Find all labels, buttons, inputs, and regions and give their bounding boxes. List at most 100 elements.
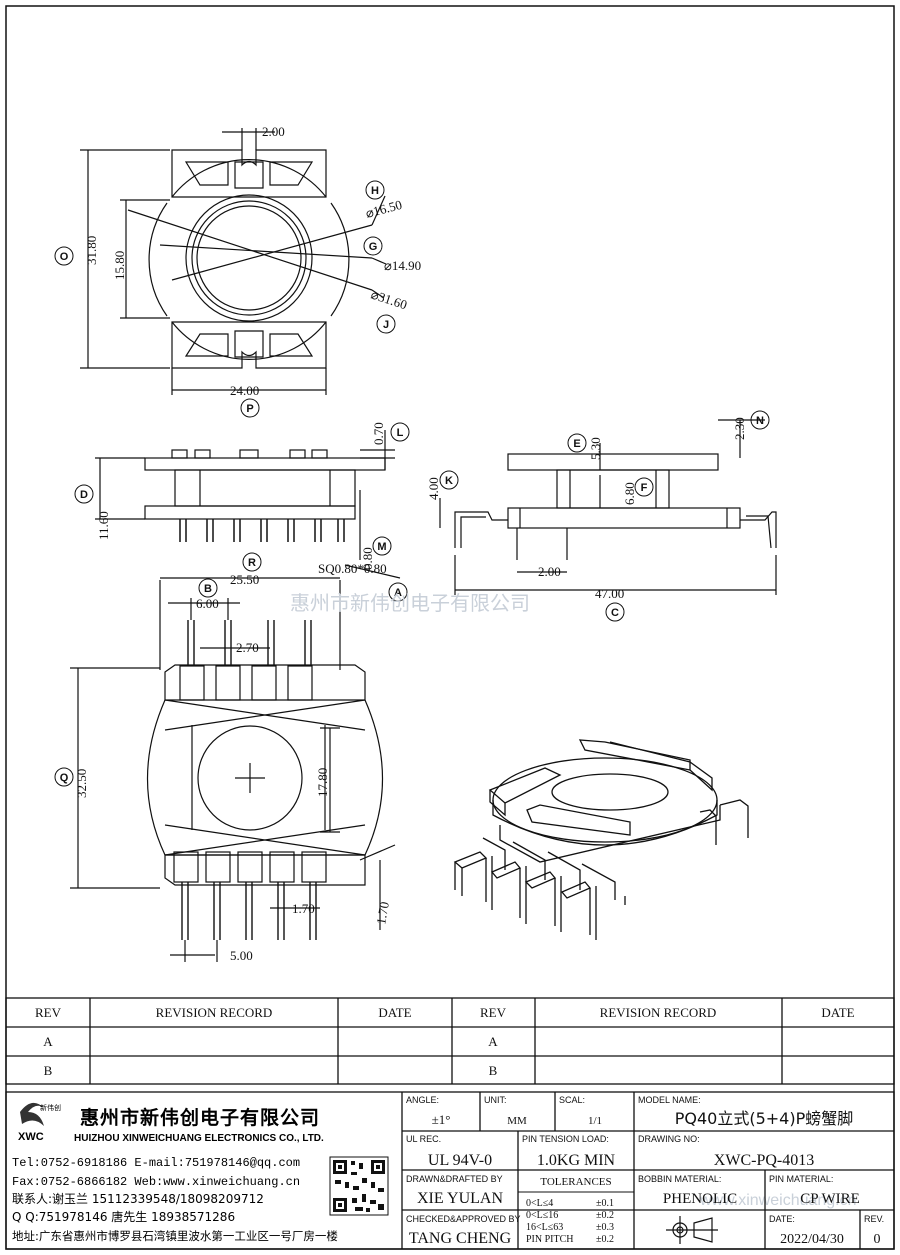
callout-p: P bbox=[240, 398, 260, 418]
svg-text:J: J bbox=[383, 319, 389, 331]
company-contact: 联系人:谢玉兰 15112339548/18098209712 bbox=[12, 1191, 264, 1206]
company-fax: Fax:0752-6866182 Web:www.xinweichuang.cn bbox=[12, 1175, 300, 1189]
pin-material-label: PIN MATERIAL: bbox=[769, 1174, 833, 1184]
svg-text:新伟创: 新伟创 bbox=[40, 1103, 61, 1112]
scal-label: SCAL: bbox=[559, 1095, 585, 1105]
revision-record-header-right: REVISION RECORD bbox=[600, 1005, 717, 1020]
callout-f: F bbox=[634, 477, 654, 497]
callout-r: R bbox=[242, 552, 262, 572]
bobbin-value: PHENOLIC bbox=[663, 1191, 737, 1207]
dim-pin-offset: 2.00 bbox=[538, 564, 561, 579]
svg-text:±0.1: ±0.1 bbox=[596, 1198, 614, 1209]
drawn-value: XIE YULAN bbox=[417, 1190, 504, 1207]
svg-text:L: L bbox=[397, 427, 404, 439]
date-value: 2022/04/30 bbox=[780, 1232, 844, 1247]
rev-cell: B bbox=[44, 1063, 53, 1078]
company-name-en: HUIZHOU XINWEICHUANG ELECTRONICS CO., LT… bbox=[74, 1133, 324, 1144]
callout-m: M bbox=[372, 536, 392, 556]
callout-j: J bbox=[376, 314, 396, 334]
svg-text:0<L≤16: 0<L≤16 bbox=[526, 1210, 558, 1221]
bobbin-label: BOBBIN MATERIAL: bbox=[638, 1174, 721, 1184]
front-view bbox=[439, 419, 777, 595]
pin-material-value: CP WIRE bbox=[800, 1191, 860, 1207]
dim-width: 24.00 bbox=[230, 383, 259, 398]
svg-text:F: F bbox=[641, 482, 648, 494]
dim-side: 1.70 bbox=[373, 901, 392, 926]
svg-text:R: R bbox=[248, 557, 256, 569]
rev-cell: A bbox=[488, 1034, 498, 1049]
callout-g: G bbox=[363, 236, 383, 256]
svg-text:O: O bbox=[60, 251, 69, 263]
svg-text:16<L≤63: 16<L≤63 bbox=[526, 1222, 563, 1233]
angle-value: ±1° bbox=[432, 1112, 451, 1127]
projection-symbol-icon bbox=[666, 1216, 718, 1244]
svg-text:H: H bbox=[371, 185, 379, 197]
watermark-url: www.xinweichuang.cn bbox=[699, 1192, 857, 1209]
checked-value: TANG CHENG bbox=[409, 1230, 512, 1247]
svg-text:XWC: XWC bbox=[18, 1131, 44, 1143]
dim-inner-height: 15.80 bbox=[112, 251, 127, 280]
dim-core: 17.80 bbox=[315, 768, 330, 797]
rev-cell: A bbox=[43, 1034, 53, 1049]
qr-code bbox=[329, 1156, 389, 1216]
dim-e: 5.30 bbox=[588, 437, 603, 460]
side-view bbox=[95, 430, 401, 670]
callout-d: D bbox=[74, 484, 94, 504]
rev-header-left: REV bbox=[35, 1005, 62, 1020]
unit-label: UNIT: bbox=[484, 1095, 507, 1105]
dim-pin-pitch-top: 6.00 bbox=[196, 596, 219, 611]
callout-o: O bbox=[54, 246, 74, 266]
dim-bottom-height: 32.50 bbox=[74, 769, 89, 798]
callout-l: L bbox=[390, 422, 410, 442]
rev-label: REV. bbox=[864, 1214, 884, 1224]
title-block bbox=[5, 1091, 895, 1250]
svg-text:±0.2: ±0.2 bbox=[596, 1210, 614, 1221]
dim-j-dia: ⌀31.60 bbox=[369, 287, 409, 313]
top-view bbox=[80, 128, 387, 395]
callout-h: H bbox=[365, 180, 385, 200]
tolerances-table: 0<L≤4 ±0.1 0<L≤16 ±0.2 16<L≤63 ±0.3 PIN … bbox=[526, 1198, 614, 1245]
revision-table bbox=[5, 997, 895, 1085]
dim-flange: 0.70 bbox=[371, 422, 386, 445]
isometric-view bbox=[453, 739, 749, 940]
dim-slot-width: 2.00 bbox=[262, 124, 285, 139]
dim-pin-square: SQ0.80*0.80 bbox=[318, 561, 387, 576]
svg-text:±0.3: ±0.3 bbox=[596, 1222, 614, 1233]
dim-row-width: 25.50 bbox=[230, 572, 259, 587]
callout-b: B bbox=[198, 578, 218, 598]
company-name-cn: 惠州市新伟创电子有限公司 bbox=[80, 1106, 320, 1129]
rev-header-right: REV bbox=[480, 1005, 507, 1020]
date-header-right: DATE bbox=[821, 1005, 854, 1020]
dim-n: 2.30 bbox=[732, 417, 747, 440]
date-header-left: DATE bbox=[378, 1005, 411, 1020]
company-qq: Q Q:751978146 唐先生 18938571286 bbox=[12, 1209, 235, 1224]
svg-text:G: G bbox=[369, 241, 378, 253]
callout-n: N bbox=[750, 410, 770, 430]
svg-text:0<L≤4: 0<L≤4 bbox=[526, 1198, 553, 1209]
model-value: PQ40立式(5+4)P螃蟹脚 bbox=[675, 1109, 854, 1128]
dim-pin-len: 0.80 bbox=[360, 547, 375, 570]
dim-g-dia: ⌀14.90 bbox=[384, 258, 421, 273]
drawing-no-label: DRAWING NO: bbox=[638, 1134, 700, 1144]
svg-text:M: M bbox=[377, 541, 386, 553]
svg-text:PIN PITCH: PIN PITCH bbox=[526, 1234, 574, 1245]
dim-pitch-bottom: 5.00 bbox=[230, 948, 253, 963]
svg-text:D: D bbox=[80, 489, 88, 501]
company-address: 地址:广东省惠州市博罗县石湾镇里波水第一工业区一号厂房一楼 bbox=[12, 1229, 338, 1243]
dim-pin-gap: 2.70 bbox=[236, 640, 259, 655]
dim-overall-height: 31.80 bbox=[84, 236, 99, 265]
callout-q: Q bbox=[54, 767, 74, 787]
callout-e: E bbox=[567, 433, 587, 453]
svg-text:A: A bbox=[394, 587, 402, 599]
bottom-view bbox=[70, 598, 396, 962]
callout-a: A bbox=[388, 582, 408, 602]
watermark: 惠州市新伟创电子有限公司 bbox=[290, 591, 530, 615]
svg-text:E: E bbox=[573, 438, 580, 450]
xwc-logo: XWC 新伟创 bbox=[18, 1102, 61, 1143]
tolerances-label: TOLERANCES bbox=[540, 1176, 611, 1188]
dim-side-height: 11.60 bbox=[96, 511, 111, 540]
pin-tension-value: 1.0KG MIN bbox=[537, 1152, 616, 1169]
callout-c: C bbox=[605, 602, 625, 622]
svg-text:C: C bbox=[611, 607, 619, 619]
